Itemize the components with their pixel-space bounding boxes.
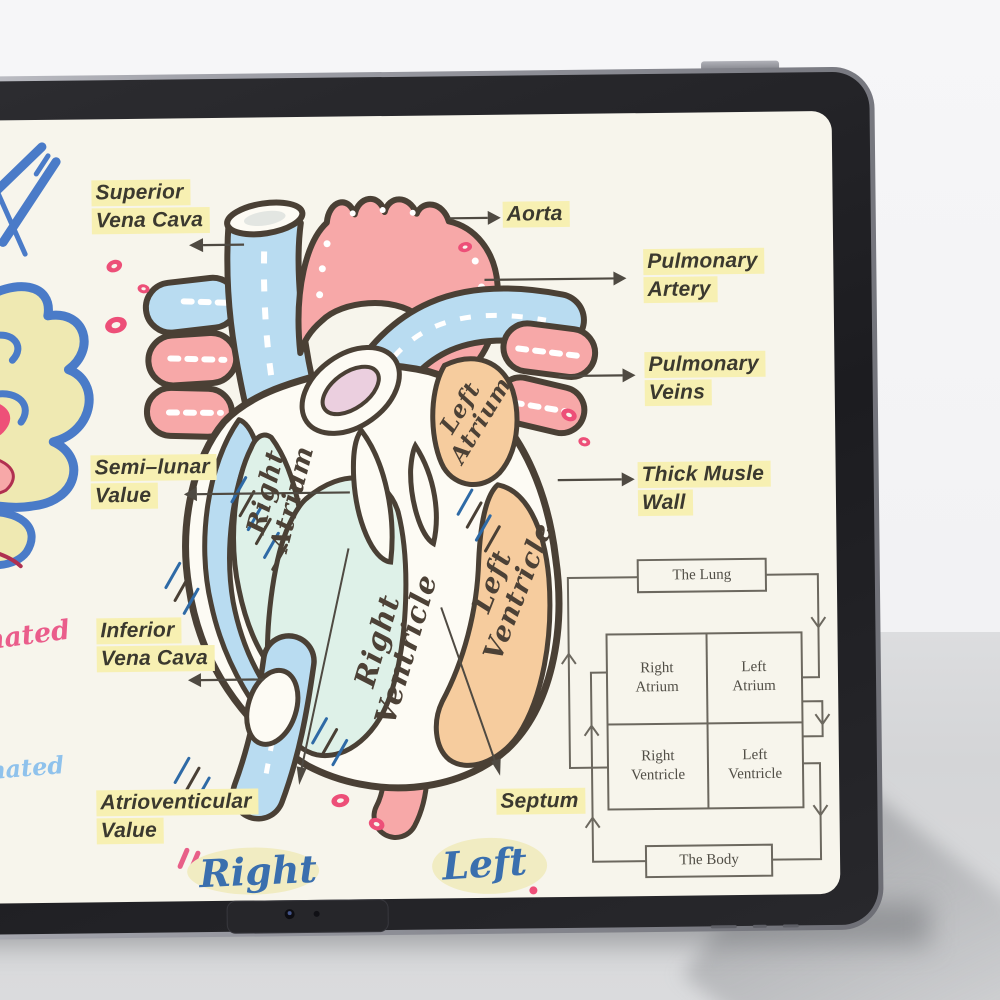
camera-lens-icon	[284, 909, 295, 920]
annotation-deoxygenated-partial: nated	[0, 750, 66, 786]
label-septum: Septum	[496, 787, 586, 816]
label-pulmonary-veins: Pulmonary Veins	[644, 350, 766, 407]
label-aorta: Aorta	[502, 200, 570, 228]
flow-cell-left-ventricle: Left Ventricle	[727, 746, 783, 783]
label-pulmonary-artery: Pulmonary Artery	[643, 247, 765, 304]
camera-glint-icon	[287, 911, 292, 916]
label-atrioventricular-valve: Atrioventicular Value	[96, 788, 259, 845]
label-semi-lunar-valve: Semi–lunar Value	[90, 453, 217, 510]
margin-doodle	[0, 142, 94, 570]
flow-box-the-lung: The Lung	[672, 566, 732, 584]
tablet-screen[interactable]: Superior Vena Cava Aorta Pulmonary Arter…	[0, 110, 841, 904]
label-inferior-vena-cava: Inferior Vena Cava	[96, 616, 216, 673]
inferior-vena-cava-vessel	[230, 633, 317, 822]
blood-cell-doodles	[105, 242, 591, 895]
circulation-flow-chart	[561, 557, 831, 879]
edge-port	[782, 924, 799, 928]
hatching-marks	[164, 476, 501, 804]
tablet-device: Superior Vena Cava Aorta Pulmonary Arter…	[0, 60, 884, 941]
flow-cell-right-atrium: Right Atrium	[635, 660, 679, 696]
edge-port	[752, 924, 767, 928]
annotation-left: Left	[440, 838, 529, 889]
flow-box-the-body: The Body	[679, 851, 739, 869]
label-superior-vena-cava: Superior Vena Cava	[91, 178, 211, 235]
superior-vena-cava-vessel	[224, 199, 320, 433]
heart-illustration	[0, 142, 831, 895]
edge-port	[710, 925, 737, 929]
left-vessel-stubs	[142, 274, 241, 440]
annotation-right: Right	[198, 845, 318, 897]
label-arrows	[183, 210, 636, 786]
flow-cell-right-ventricle: Right Ventricle	[630, 748, 686, 784]
label-thick-muscle-wall: Thick Musle Wall	[637, 460, 772, 517]
front-camera-module	[226, 899, 389, 934]
flow-cell-left-atrium: Left Atrium	[732, 658, 776, 695]
camera-sensor-icon	[313, 910, 320, 917]
